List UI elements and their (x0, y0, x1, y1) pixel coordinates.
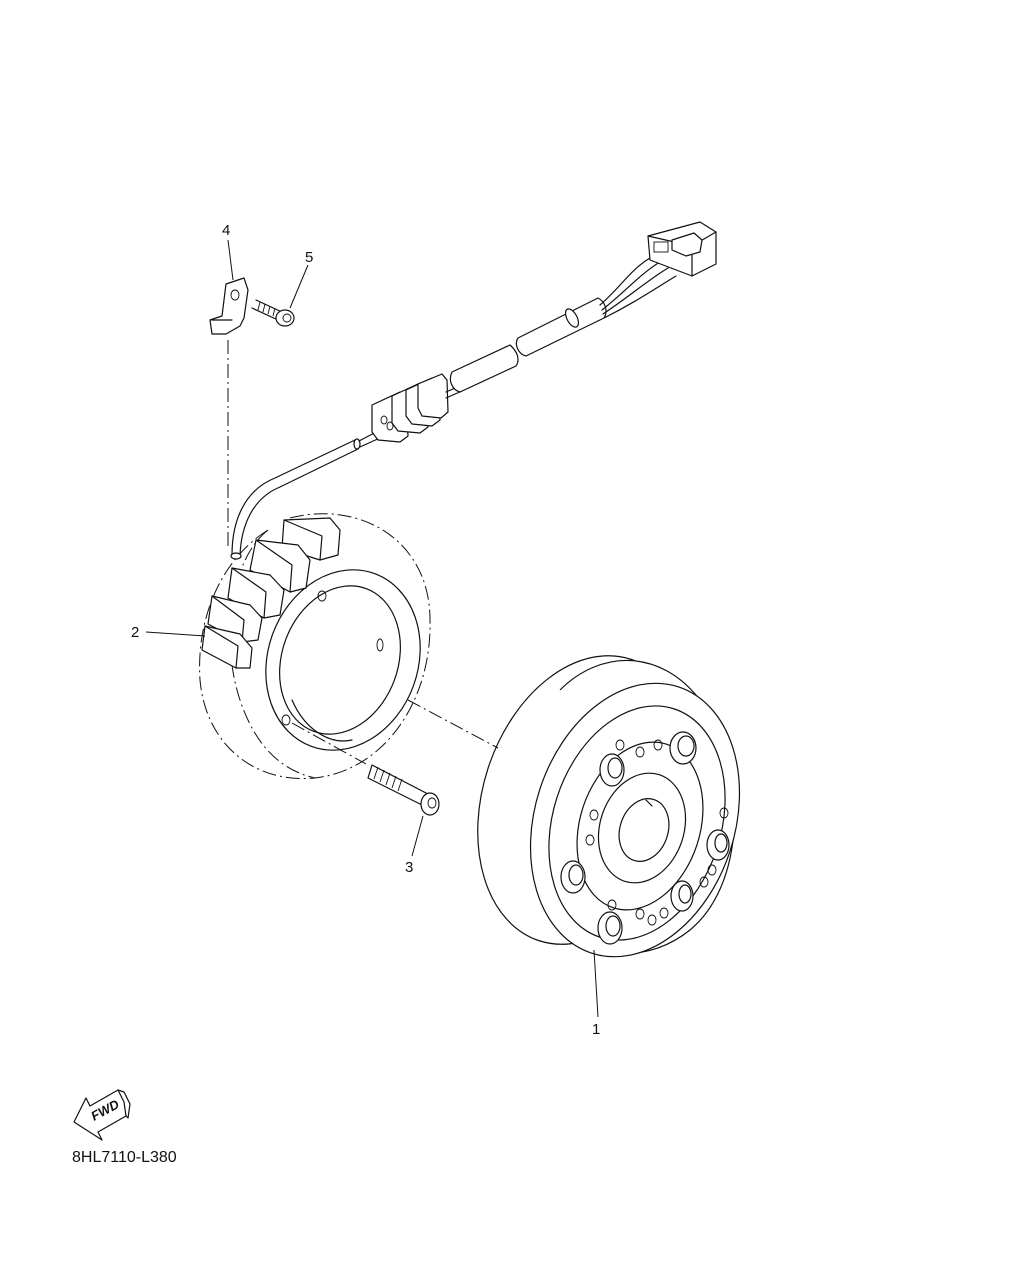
callout-2: 2 (131, 624, 139, 641)
callout-4: 4 (222, 222, 230, 239)
fwd-arrow-icon: FWD (73, 1089, 131, 1141)
callout-leaders (145, 239, 599, 1018)
harness-connector (647, 221, 717, 277)
drawing-code: 8HL7110-L380 (72, 1149, 177, 1166)
harness-grommet (371, 373, 449, 443)
stator-assembly (199, 513, 431, 780)
rotor-bosses (560, 731, 730, 945)
rotor-small-holes (585, 739, 729, 926)
callout-5: 5 (305, 249, 313, 266)
wire-clamp-bracket (209, 277, 249, 335)
rotor-assembly (477, 655, 741, 958)
bracket-screw (251, 299, 295, 327)
assembly-center-lines (227, 340, 499, 765)
callout-3: 3 (405, 859, 413, 876)
callout-1: 1 (592, 1021, 600, 1038)
stator-coils (201, 517, 341, 669)
stator-bolt (367, 764, 440, 816)
wire-harness (230, 221, 717, 560)
